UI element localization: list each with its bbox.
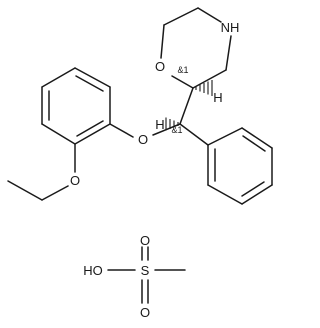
ring-nh-label: NH <box>221 20 240 35</box>
bond-calpha-phenyl <box>179 123 209 146</box>
bond-o-c6 <box>160 24 165 59</box>
mesylate <box>107 246 186 304</box>
morpholine-ring <box>160 7 232 89</box>
ring-oxygen-label: O <box>155 59 165 74</box>
reboxetine-mesylate-structure: O NH H H O O HO S O O &1 &1 <box>7 7 273 320</box>
phenyl-ring <box>207 127 273 205</box>
bond-calpha-ether-o <box>152 123 181 136</box>
bond-ether-o-aryl <box>109 123 134 138</box>
c2-hydrogen-label: H <box>213 90 222 105</box>
calpha-stereo-label: &1 <box>171 125 182 135</box>
bond-c2-calpha <box>179 87 194 125</box>
bond-ethoxy-o-ch2 <box>41 185 69 201</box>
bond-c2-o <box>171 75 194 89</box>
calpha-hydrogen-label: H <box>155 117 164 132</box>
hydroxyl-label: HO <box>83 263 103 278</box>
bond-n-c3 <box>225 35 232 71</box>
bond-c6-c5 <box>163 7 199 26</box>
ethoxyphenyl-ring <box>41 67 111 145</box>
sulfonyl-oxygen-top-label: O <box>140 233 150 248</box>
sulfur-label: S <box>141 263 150 278</box>
sulfonyl-oxygen-bottom-label: O <box>140 305 150 320</box>
bond-c5-n <box>197 7 222 23</box>
bond-ch2-ch3 <box>7 180 43 201</box>
ether-oxygen-label: O <box>138 132 148 147</box>
c2-h-hash-bond <box>195 80 213 96</box>
c2-stereo-label: &1 <box>177 65 188 75</box>
ethoxy-oxygen-label: O <box>70 173 80 188</box>
bond-c3-c2 <box>192 69 227 89</box>
